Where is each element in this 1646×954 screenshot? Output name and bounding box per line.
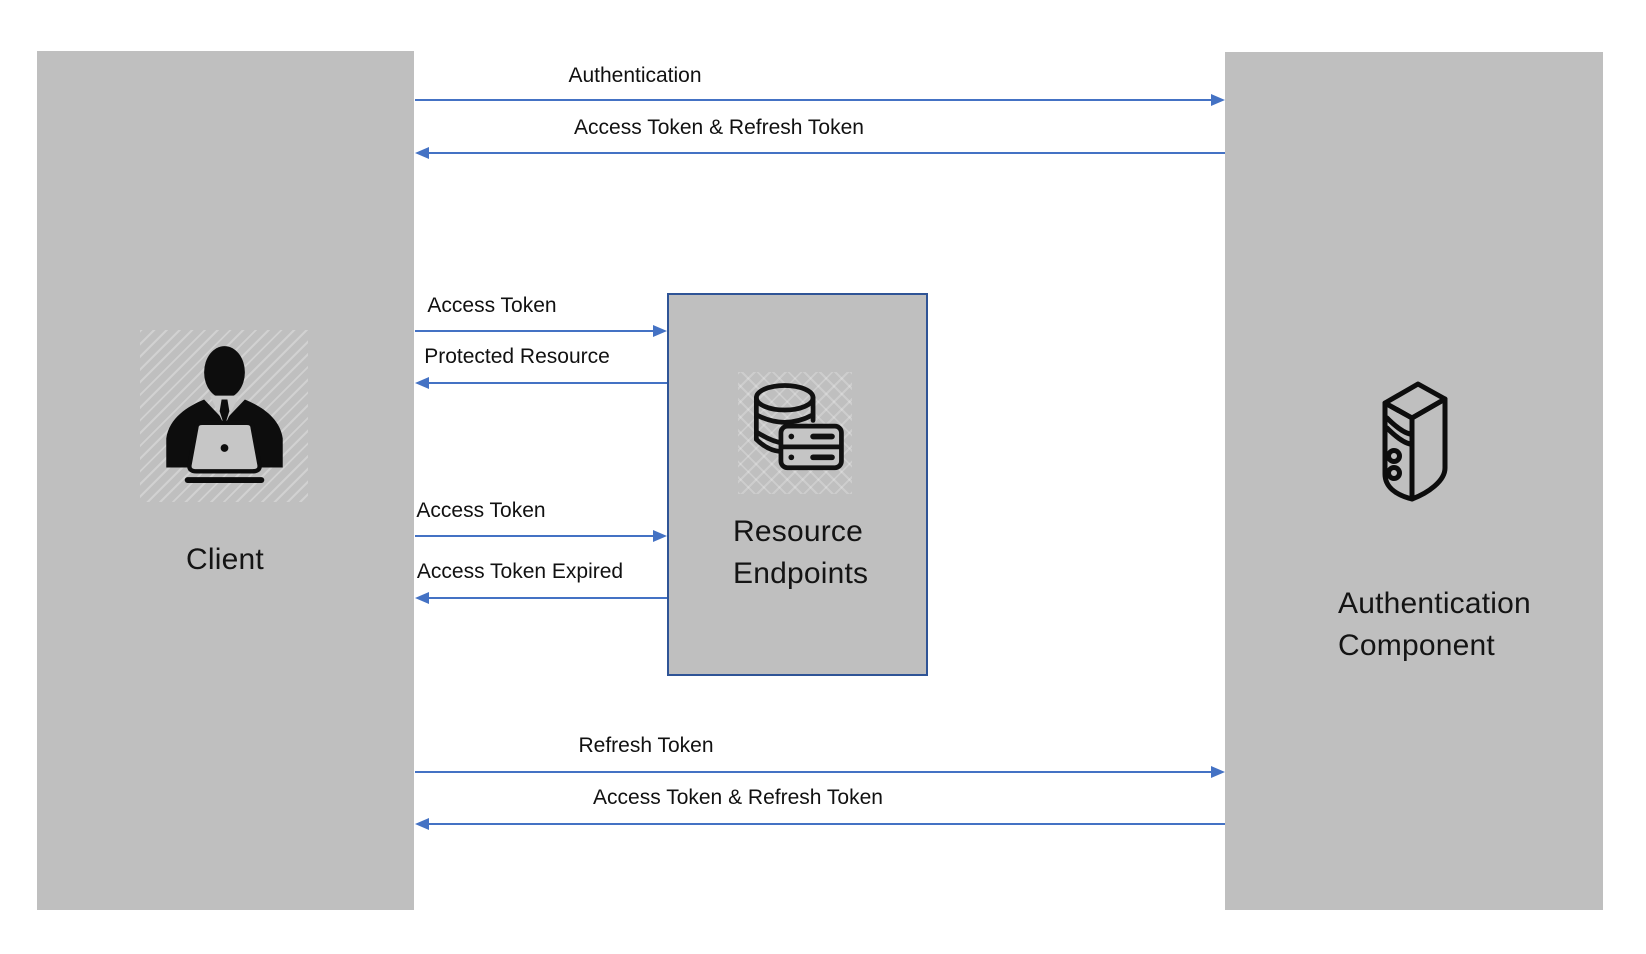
arrowhead-left-icon bbox=[415, 818, 429, 830]
client-label: Client bbox=[186, 543, 264, 576]
resource-endpoints-box bbox=[667, 293, 928, 676]
arrowhead-left-icon bbox=[415, 147, 429, 159]
arrow-label-access-token-2: Access Token bbox=[416, 499, 546, 522]
arrow-label-refresh-token: Refresh Token bbox=[578, 734, 714, 757]
person-laptop-icon bbox=[166, 346, 283, 483]
resource-endpoints-label-line1: Resource bbox=[733, 515, 863, 548]
server-tower-icon bbox=[1382, 381, 1448, 502]
authentication-component-label-line1: Authentication bbox=[1338, 587, 1531, 620]
arrow-line bbox=[415, 99, 1213, 101]
arrow-access-refresh-token-bottom bbox=[415, 818, 1225, 830]
database-server-icon bbox=[753, 383, 844, 471]
arrow-line bbox=[415, 771, 1213, 773]
arrow-line bbox=[427, 382, 667, 384]
resource-endpoints-label: Resource Endpoints bbox=[733, 511, 868, 595]
arrowhead-right-icon bbox=[653, 325, 667, 337]
arrowhead-right-icon bbox=[1211, 766, 1225, 778]
arrowhead-left-icon bbox=[415, 377, 429, 389]
arrow-label-access-token-1: Access Token bbox=[427, 294, 557, 317]
resource-endpoints-label-line2: Endpoints bbox=[733, 557, 869, 590]
arrow-label-protected-resource: Protected Resource bbox=[424, 345, 610, 368]
arrow-line bbox=[427, 597, 667, 599]
arrow-protected-resource bbox=[415, 377, 667, 389]
arrow-refresh-token bbox=[415, 766, 1225, 778]
arrow-access-refresh-token-top bbox=[415, 147, 1225, 159]
arrow-line bbox=[427, 823, 1225, 825]
arrow-line bbox=[415, 330, 655, 332]
arrow-line bbox=[415, 535, 655, 537]
arrow-access-token-expired bbox=[415, 592, 667, 604]
arrow-label-access-refresh-token-bottom: Access Token & Refresh Token bbox=[593, 786, 883, 809]
arrow-access-token-2 bbox=[415, 530, 667, 542]
arrowhead-right-icon bbox=[653, 530, 667, 542]
authentication-component-label: Authentication Component bbox=[1338, 583, 1531, 667]
arrow-access-token-1 bbox=[415, 325, 667, 337]
arrow-label-access-token-expired: Access Token Expired bbox=[416, 560, 624, 583]
arrow-label-access-refresh-token-top: Access Token & Refresh Token bbox=[574, 116, 864, 139]
arrow-line bbox=[427, 152, 1225, 154]
arrow-label-authentication: Authentication bbox=[568, 64, 702, 87]
arrowhead-right-icon bbox=[1211, 94, 1225, 106]
authentication-component-label-line2: Component bbox=[1338, 629, 1495, 662]
arrow-authentication bbox=[415, 94, 1225, 106]
arrowhead-left-icon bbox=[415, 592, 429, 604]
